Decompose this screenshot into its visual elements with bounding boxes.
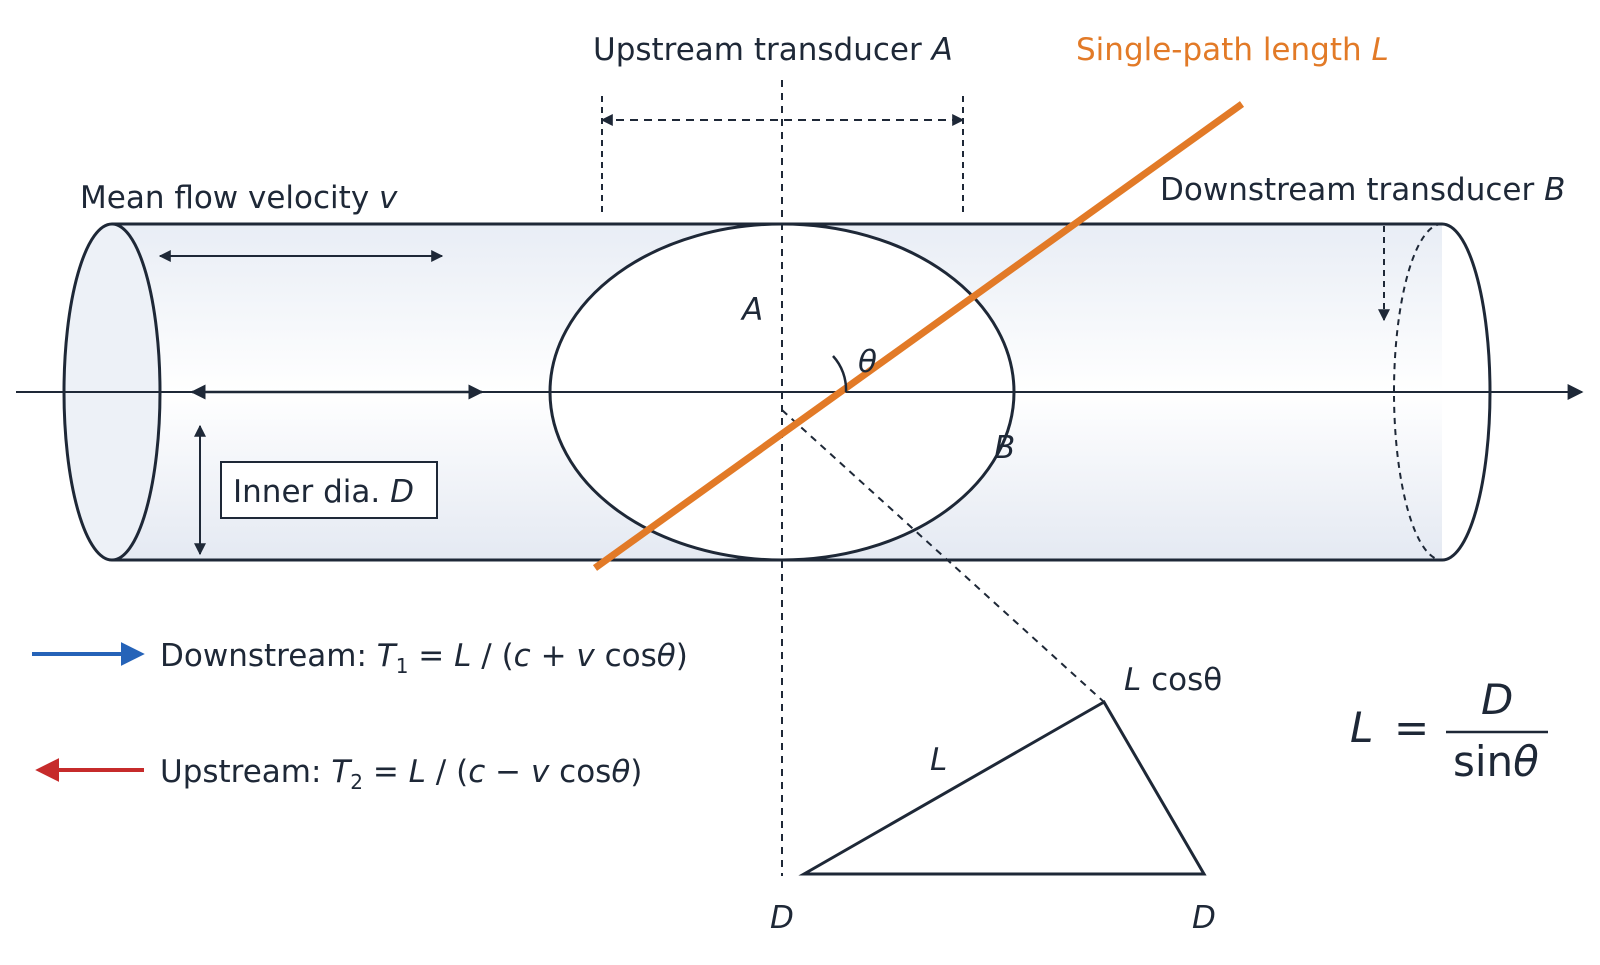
upstream-transducer-label: Upstream transducer A bbox=[593, 32, 953, 68]
theta-label: θ bbox=[858, 344, 877, 380]
formula-lhs: L bbox=[1350, 703, 1373, 752]
inner-dia-box bbox=[220, 461, 438, 519]
path-length-formula: L = D sinθ bbox=[1350, 675, 1548, 786]
pipe-right-hidden-edge bbox=[1393, 223, 1443, 561]
single-path-line bbox=[592, 101, 1245, 571]
l-cos-label: L cosθ bbox=[1124, 662, 1222, 698]
point-b-label: B bbox=[994, 430, 1015, 466]
geometry-triangle bbox=[798, 699, 1207, 876]
formula-denominator: sinθ bbox=[1453, 737, 1539, 786]
downstream-transducer-label: Downstream transducer B bbox=[1160, 172, 1565, 208]
theta-arc bbox=[832, 355, 848, 393]
point-a-label: A bbox=[740, 292, 763, 328]
formula-numerator: D bbox=[1481, 675, 1513, 724]
triangle-d-left-label: D bbox=[770, 900, 794, 936]
triangle-d-right-label: D bbox=[1192, 900, 1216, 936]
triangle-l-label: L bbox=[930, 742, 947, 778]
downstream-equation: Downstream: T1 = L / (c + v cosθ) bbox=[160, 638, 688, 678]
inner-dia-label: Inner dia. D bbox=[233, 474, 414, 510]
upstream-equation: Upstream: T2 = L / (c − v cosθ) bbox=[160, 754, 642, 794]
formula-equals: = bbox=[1394, 703, 1429, 752]
single-path-label: Single-path length L bbox=[1076, 32, 1389, 68]
mean-flow-label: Mean flow velocity v bbox=[80, 180, 398, 216]
